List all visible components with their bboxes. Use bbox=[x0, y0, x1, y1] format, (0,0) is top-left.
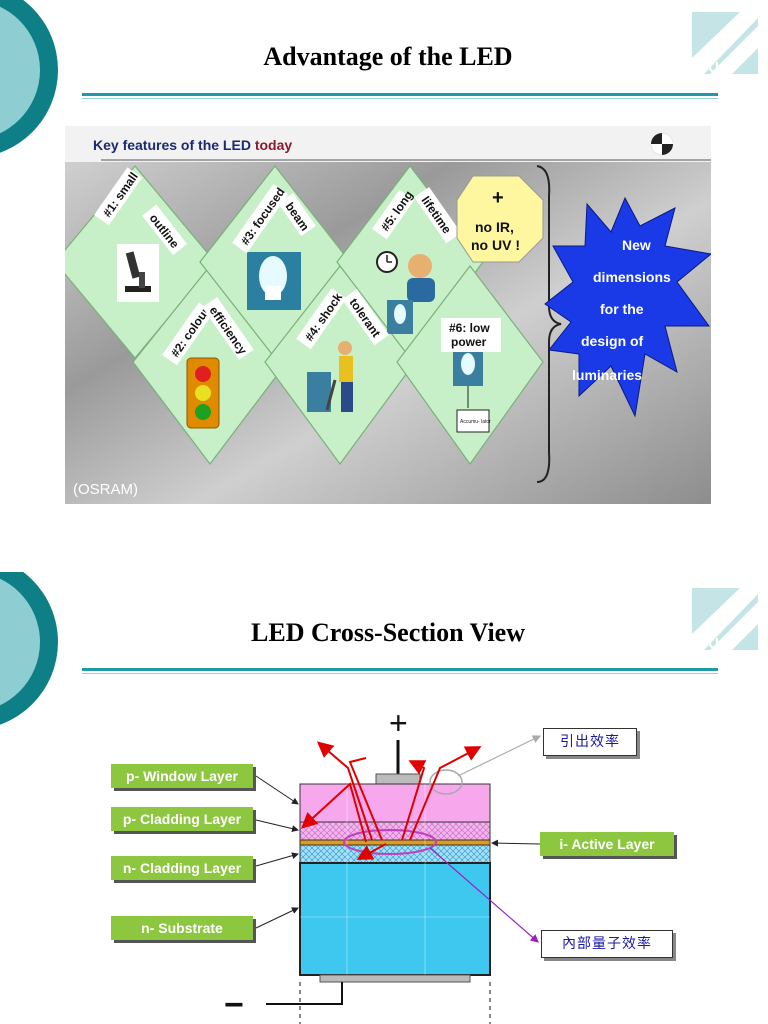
label-p-cladding-layer: p- Cladding Layer bbox=[111, 807, 253, 831]
slide-led-cross-section: ISU LED Cross-Section View bbox=[0, 572, 768, 1024]
label-i-active-layer: i- Active Layer bbox=[540, 832, 674, 856]
title-rule bbox=[82, 93, 718, 96]
label-n-substrate: n- Substrate bbox=[111, 916, 253, 940]
light-ray-arrows bbox=[301, 741, 482, 860]
n-substrate bbox=[299, 862, 491, 976]
traffic-light-icon bbox=[186, 357, 220, 429]
panel-heading-highlight: today bbox=[255, 137, 293, 153]
decorative-circle bbox=[0, 0, 58, 153]
star-line-1: New bbox=[622, 237, 651, 253]
brace bbox=[536, 165, 562, 483]
plus-terminal: + bbox=[389, 705, 408, 741]
osram-logo-icon bbox=[651, 133, 673, 155]
feature-6-line1: #6: low bbox=[449, 321, 490, 335]
star-line-2: dimensions bbox=[593, 269, 671, 285]
title-rule-thin bbox=[82, 673, 718, 674]
label-p-window-layer: p- Window Layer bbox=[111, 764, 253, 788]
title-rule bbox=[82, 668, 718, 671]
title-rule-thin bbox=[82, 98, 718, 99]
isu-logo-text: ISU bbox=[694, 635, 719, 652]
minus-terminal: − bbox=[224, 986, 244, 1024]
star-line-5: luminaries bbox=[572, 367, 642, 383]
label-internal-quantum-efficiency: 內部量子效率 bbox=[541, 930, 673, 958]
label-n-cladding-layer: n- Cladding Layer bbox=[111, 856, 253, 880]
worker-with-drill-icon bbox=[307, 341, 353, 412]
feature-6-line2: power bbox=[451, 335, 487, 349]
clock-old-man-icon bbox=[376, 251, 435, 302]
slide-advantage-of-led: ISU Advantage of the LED Key features of… bbox=[0, 0, 760, 504]
star-line-3: for the bbox=[600, 301, 644, 317]
led-cross-section-diagram: + − bbox=[224, 705, 542, 1024]
label-extraction-efficiency: 引出效率 bbox=[543, 728, 637, 756]
isu-logo: ISU bbox=[690, 8, 760, 78]
active-region-ellipse bbox=[343, 829, 437, 855]
led-small-icon bbox=[387, 300, 413, 334]
osram-credit: (OSRAM) bbox=[73, 481, 138, 498]
extraction-ellipse bbox=[429, 769, 463, 795]
decorative-circle bbox=[0, 572, 58, 725]
led-beam-icon bbox=[247, 252, 301, 310]
slide-title: LED Cross-Section View bbox=[251, 618, 525, 647]
microscope-icon bbox=[117, 244, 159, 302]
isu-logo-text: ISU bbox=[694, 59, 719, 76]
active-layer bbox=[299, 839, 491, 846]
isu-logo: ISU bbox=[692, 588, 758, 652]
no-ir-line2: no UV ! bbox=[471, 237, 520, 253]
no-ir-no-uv-badge: + no IR, no UV ! bbox=[456, 175, 544, 263]
panel-heading: Key features of the LED today bbox=[93, 137, 292, 153]
star-line-4: design of bbox=[581, 333, 644, 349]
new-dimensions-star: New dimensions for the design of luminar… bbox=[544, 196, 711, 418]
led-accumulator-icon: Accumu- lator bbox=[453, 348, 491, 433]
no-ir-line1: no IR, bbox=[475, 219, 514, 235]
accumulator-label: Accumu- lator bbox=[460, 419, 491, 425]
slide-title: Advantage of the LED bbox=[263, 42, 513, 71]
key-features-panel: Key features of the LED today bbox=[65, 126, 711, 504]
no-ir-plus: + bbox=[492, 187, 504, 209]
